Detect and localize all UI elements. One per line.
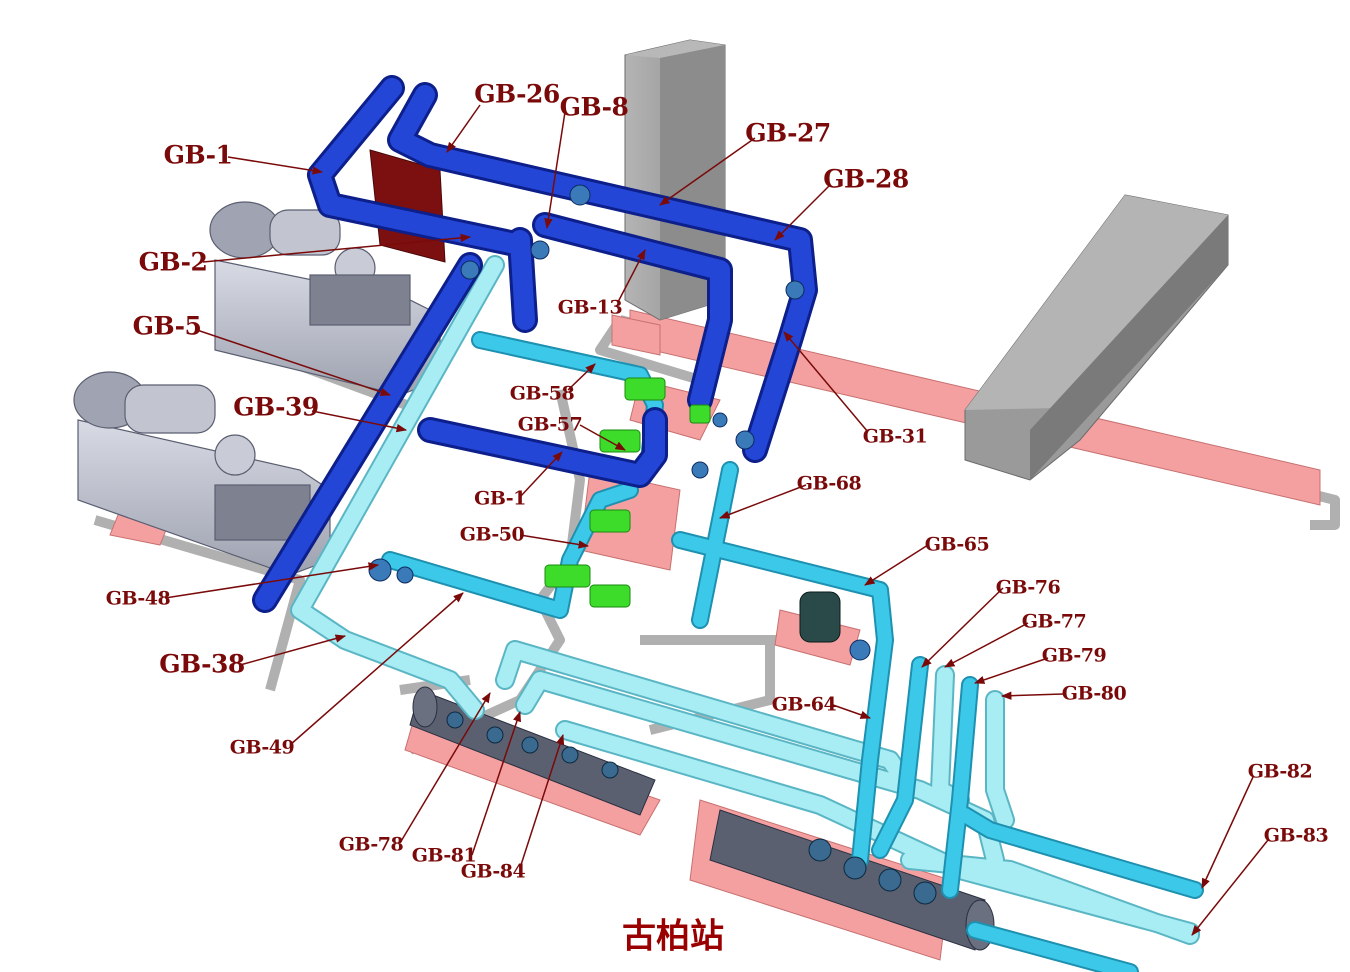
callout-gb-38: GB-38	[159, 649, 245, 679]
callout-gb-77: GB-77	[1021, 610, 1087, 633]
callout-gb-13: GB-13	[557, 296, 623, 319]
callout-gb-1-top: GB-1	[163, 140, 233, 170]
valve-markers	[368, 184, 871, 661]
callout-gb-8: GB-8	[559, 92, 629, 122]
callout-gb-83: GB-83	[1263, 824, 1329, 847]
callout-leaders	[164, 104, 1269, 936]
callout-gb-49: GB-49	[229, 736, 295, 759]
callout-gb-2: GB-2	[138, 247, 208, 277]
station-title: 古柏站	[622, 916, 724, 957]
callout-gb-1-mid: GB-1	[474, 487, 526, 510]
callout-gb-5: GB-5	[132, 311, 202, 341]
callout-gb-76: GB-76	[995, 576, 1061, 599]
callout-gb-68: GB-68	[796, 472, 862, 495]
drum-nozzles	[446, 711, 937, 905]
dark-blue-pipes	[252, 75, 818, 613]
callout-gb-58: GB-58	[509, 382, 575, 405]
callout-gb-26: GB-26	[474, 79, 560, 109]
chiller-unit-upper	[209, 201, 441, 396]
callout-gb-57: GB-57	[517, 413, 583, 436]
callout-gb-84: GB-84	[460, 860, 526, 883]
callout-gb-50: GB-50	[459, 523, 525, 546]
callout-gb-81: GB-81	[411, 844, 477, 867]
expansion-tank	[799, 591, 841, 643]
callout-gb-78: GB-78	[338, 833, 404, 856]
callout-gb-65: GB-65	[924, 533, 990, 556]
green-pumps	[544, 377, 711, 608]
callout-gb-31: GB-31	[862, 425, 928, 448]
callout-gb-79: GB-79	[1041, 644, 1107, 667]
concrete-column-right	[964, 194, 1229, 481]
callout-gb-28: GB-28	[823, 164, 909, 194]
callout-gb-80: GB-80	[1061, 682, 1127, 705]
callout-gb-48: GB-48	[105, 587, 171, 610]
callout-gb-64: GB-64	[771, 693, 837, 716]
callout-gb-27: GB-27	[745, 118, 831, 148]
callout-gb-39: GB-39	[233, 392, 319, 422]
callout-gb-82: GB-82	[1247, 760, 1313, 783]
cyan-pipes	[381, 331, 1204, 972]
